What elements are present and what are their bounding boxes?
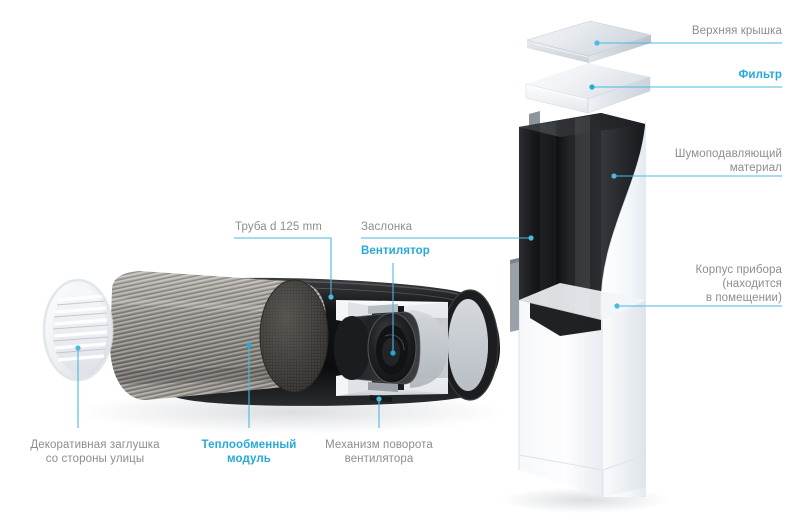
fan-pivot-top	[368, 304, 398, 314]
filter-part	[525, 63, 651, 114]
leader-dot-decorative-outdoor-cap	[75, 345, 81, 351]
callout-label-fan-rotation-mechanism: Механизм поворота вентилятора	[325, 439, 433, 465]
leader-fan	[390, 263, 396, 356]
leader-dot-top-cover	[594, 40, 600, 46]
callout-label-damper: Заслонка	[361, 221, 413, 233]
leader-dot-fan-rotation-mechanism	[376, 396, 382, 402]
leader-dot-fan	[390, 350, 396, 356]
leader-pipe-d125	[234, 237, 334, 300]
callout-label-device-housing: Корпус прибора (находится в помещении)	[695, 264, 782, 304]
callout-label-fan: Вентилятор	[361, 245, 430, 257]
leader-dot-filter	[589, 84, 595, 90]
leader-dot-damper	[528, 235, 534, 241]
leader-filter	[589, 84, 782, 90]
duct-assembly-part	[42, 271, 500, 406]
housing-side-slot	[510, 258, 519, 332]
leader-dot-pipe-d125	[328, 294, 334, 300]
top-cover-part	[525, 20, 653, 63]
housing-front-face	[519, 300, 603, 497]
device-housing-part	[510, 113, 647, 497]
leader-dot-heat-exchange-module	[246, 342, 252, 348]
callout-label-sound-absorbing-material: Шумоподавляющий материал	[674, 148, 782, 174]
heat-exchanger-module	[110, 271, 329, 400]
leader-sound-absorbing-material	[611, 173, 782, 179]
callout-label-top-cover: Верхняя крышка	[691, 25, 782, 37]
leader-fan-rotation-mechanism	[376, 396, 382, 428]
callout-label-heat-exchange-module: Теплообменный модуль	[201, 439, 297, 465]
leader-device-housing	[614, 303, 782, 309]
fan-module	[334, 311, 421, 385]
fan-pivot-bottom	[368, 382, 398, 392]
leader-dot-device-housing	[614, 303, 620, 309]
callout-label-decorative-outdoor-cap: Декоративная заглушка со стороны улицы	[30, 439, 160, 465]
callout-label-pipe-d125: Труба d 125 mm	[235, 221, 322, 233]
callout-label-filter: Фильтр	[738, 69, 782, 81]
leader-heat-exchange-module	[246, 342, 252, 428]
leader-top-cover	[594, 40, 782, 46]
outdoor-decorative-cap	[42, 278, 114, 382]
leader-damper	[361, 235, 534, 241]
leader-dot-sound-absorbing-material	[611, 173, 617, 179]
housing-side-face	[603, 300, 646, 497]
leader-decorative-outdoor-cap	[75, 345, 81, 428]
